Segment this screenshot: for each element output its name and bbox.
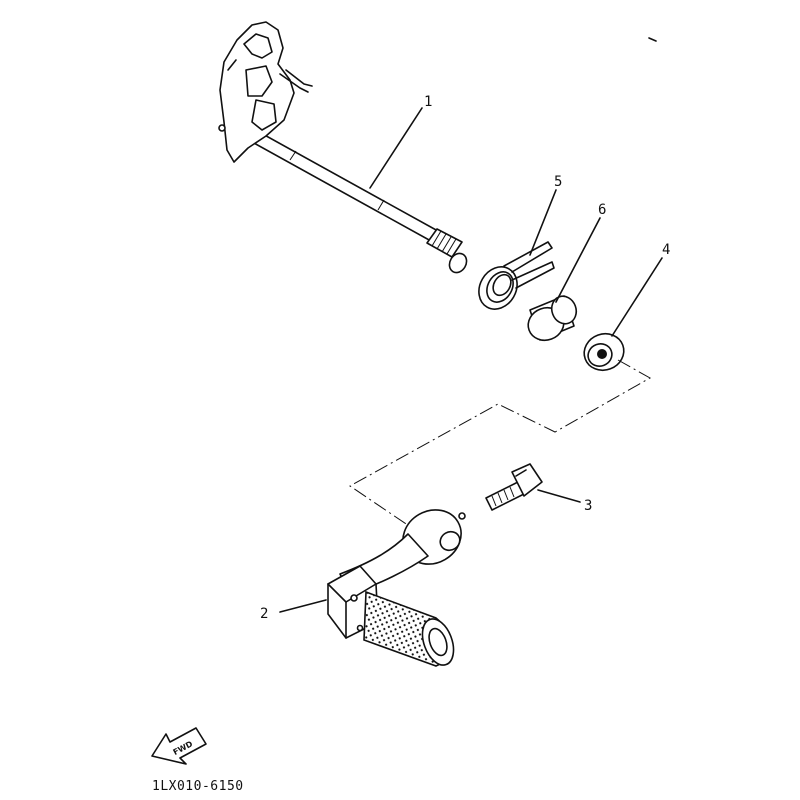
shift-pedal[interactable]: [327, 499, 471, 669]
drawing-code: 1LX010-6150: [152, 779, 244, 794]
callout-3: 3: [584, 498, 592, 514]
callout-6: 6: [598, 202, 606, 218]
collar[interactable]: [524, 293, 580, 345]
leader-line-2: [279, 599, 327, 613]
leader-line-5: [529, 189, 557, 256]
forward-arrow-icon: FWD: [151, 727, 207, 765]
pinch-bolt[interactable]: [485, 463, 543, 511]
callout-1: 1: [424, 94, 432, 110]
leader-line-4: [611, 257, 663, 337]
shift-shaft[interactable]: [218, 21, 470, 276]
leader-line-6: [555, 217, 601, 303]
return-spring[interactable]: [471, 241, 555, 316]
oil-seal[interactable]: [579, 328, 629, 376]
stray-mark: [648, 37, 657, 42]
leader-line-1: [369, 107, 423, 189]
leader-line-3: [537, 489, 581, 503]
callout-4: 4: [662, 242, 670, 258]
assembly-line: [349, 359, 652, 533]
callout-2: 2: [260, 606, 268, 622]
callout-5: 5: [554, 174, 562, 190]
